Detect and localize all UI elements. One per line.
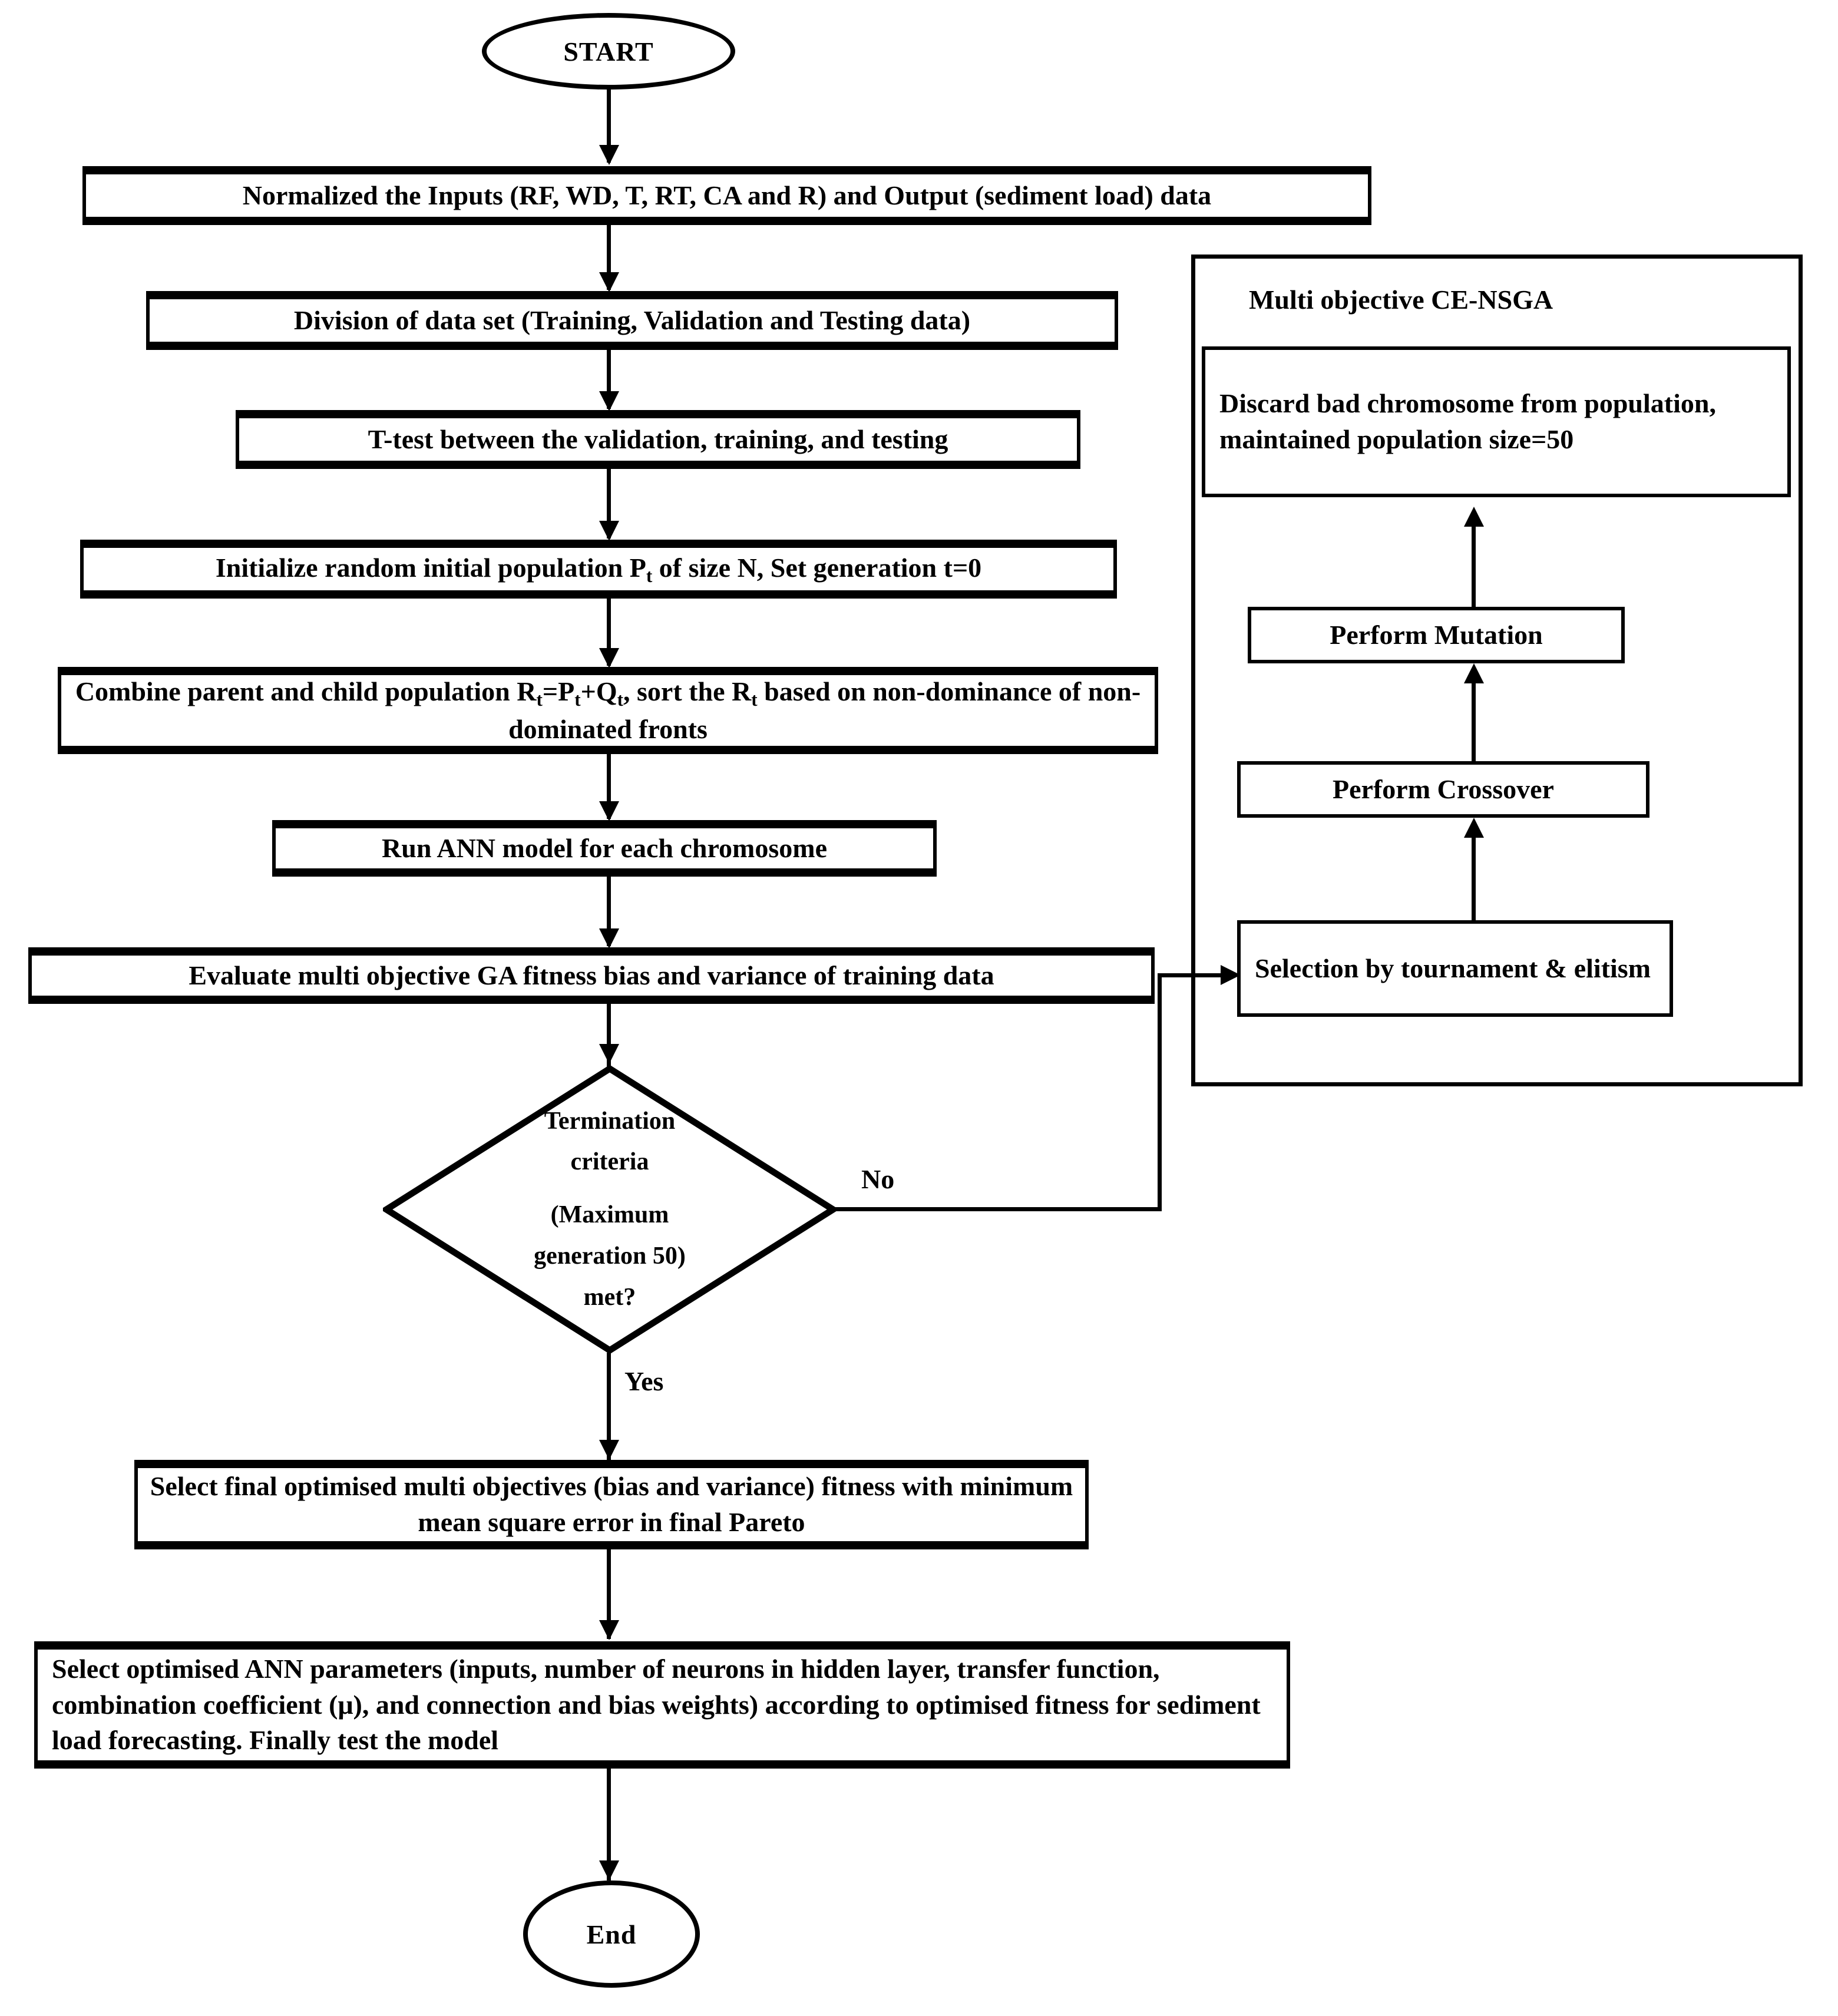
connector-normalize-to-division bbox=[607, 225, 611, 290]
ga-step-selection: Selection by tournament & elitism bbox=[1237, 920, 1673, 1017]
terminator-start-label: START bbox=[563, 36, 654, 67]
arrowhead-initialize-to-combine bbox=[599, 648, 619, 668]
ga-step-crossover-label: Perform Crossover bbox=[1333, 774, 1554, 804]
step-normalize-label: Normalized the Inputs (RF, WD, T, RT, CA… bbox=[242, 180, 1212, 210]
step-select-ann-params: Select optimised ANN parameters (inputs,… bbox=[34, 1641, 1290, 1769]
step-select-final-label: Select final optimised multi objectives … bbox=[150, 1471, 1073, 1537]
arrowhead-yes-to-select-final bbox=[599, 1440, 619, 1460]
connector-crossover-to-mutation bbox=[1472, 679, 1476, 767]
connector-combine-to-run-ann bbox=[607, 754, 611, 819]
step-initialize: Initialize random initial population Pt … bbox=[80, 540, 1117, 599]
connector-start-to-normalize bbox=[607, 88, 611, 163]
connector-evaluate-to-decision bbox=[607, 1004, 611, 1068]
connector-mutation-to-discard bbox=[1472, 518, 1476, 616]
arrowhead-crossover-to-mutation bbox=[1464, 663, 1484, 683]
connector-select-final-to-params bbox=[607, 1549, 611, 1639]
connector-run-ann-to-evaluate bbox=[607, 877, 611, 946]
decision-termination-criteria: Termination criteria (Maximum generation… bbox=[383, 1065, 837, 1354]
ga-step-mutation: Perform Mutation bbox=[1248, 607, 1625, 663]
step-select-ann-params-label: Select optimised ANN parameters (inputs,… bbox=[52, 1653, 1261, 1756]
ga-step-crossover: Perform Crossover bbox=[1237, 761, 1649, 818]
ga-panel-title: Multi objective CE-NSGA bbox=[1249, 285, 1553, 315]
step-run-ann-label: Run ANN model for each chromosome bbox=[382, 832, 827, 863]
decision-diamond-shape bbox=[383, 1065, 837, 1354]
step-division: Division of data set (Training, Validati… bbox=[146, 291, 1118, 350]
ga-step-selection-label: Selection by tournament & elitism bbox=[1255, 953, 1651, 983]
terminator-start: START bbox=[482, 13, 735, 90]
step-ttest-label: T-test between the validation, training,… bbox=[368, 424, 948, 454]
arrowhead-evaluate-to-decision bbox=[599, 1044, 619, 1064]
step-ttest: T-test between the validation, training,… bbox=[236, 410, 1080, 469]
edge-label-no: No bbox=[861, 1164, 895, 1194]
step-division-label: Division of data set (Training, Validati… bbox=[293, 305, 971, 335]
ga-step-discard-label: Discard bad chromosome from population, … bbox=[1219, 388, 1716, 454]
arrowhead-run-ann-to-evaluate bbox=[599, 928, 619, 948]
arrowhead-division-to-ttest bbox=[599, 391, 619, 411]
step-normalize: Normalized the Inputs (RF, WD, T, RT, CA… bbox=[82, 166, 1371, 225]
connector-selection-to-crossover bbox=[1472, 833, 1476, 925]
connector-params-to-end bbox=[607, 1769, 611, 1881]
arrowhead-combine-to-run-ann bbox=[599, 801, 619, 821]
step-run-ann: Run ANN model for each chromosome bbox=[272, 820, 937, 877]
connector-no-horizontal bbox=[833, 1207, 1162, 1211]
step-combine-label: Combine parent and child population Rt=P… bbox=[75, 676, 1141, 744]
connector-no-vertical bbox=[1158, 973, 1162, 1211]
arrowhead-normalize-to-division bbox=[599, 272, 619, 292]
arrowhead-params-to-end bbox=[599, 1860, 619, 1881]
connector-ttest-to-initialize bbox=[607, 469, 611, 538]
ga-step-mutation-label: Perform Mutation bbox=[1330, 619, 1543, 650]
arrowhead-selection-to-crossover bbox=[1464, 818, 1484, 838]
arrowhead-select-final-to-params bbox=[599, 1620, 619, 1640]
terminator-end: End bbox=[523, 1881, 700, 1988]
step-evaluate-label: Evaluate multi objective GA fitness bias… bbox=[189, 960, 994, 990]
arrowhead-mutation-to-discard bbox=[1464, 507, 1484, 527]
arrowhead-ttest-to-initialize bbox=[599, 521, 619, 541]
arrowhead-start-to-normalize bbox=[599, 145, 619, 165]
ga-panel-container bbox=[1191, 255, 1803, 1086]
connector-initialize-to-combine bbox=[607, 599, 611, 666]
edge-label-yes: Yes bbox=[624, 1366, 664, 1396]
terminator-end-label: End bbox=[586, 1919, 637, 1949]
connector-division-to-ttest bbox=[607, 350, 611, 409]
step-select-final: Select final optimised multi objectives … bbox=[134, 1460, 1089, 1549]
connector-yes-to-select-final bbox=[607, 1353, 611, 1460]
ga-step-discard: Discard bad chromosome from population, … bbox=[1202, 346, 1791, 497]
step-evaluate: Evaluate multi objective GA fitness bias… bbox=[28, 947, 1155, 1004]
step-initialize-label: Initialize random initial population Pt … bbox=[215, 552, 982, 586]
step-combine: Combine parent and child population Rt=P… bbox=[58, 667, 1158, 754]
